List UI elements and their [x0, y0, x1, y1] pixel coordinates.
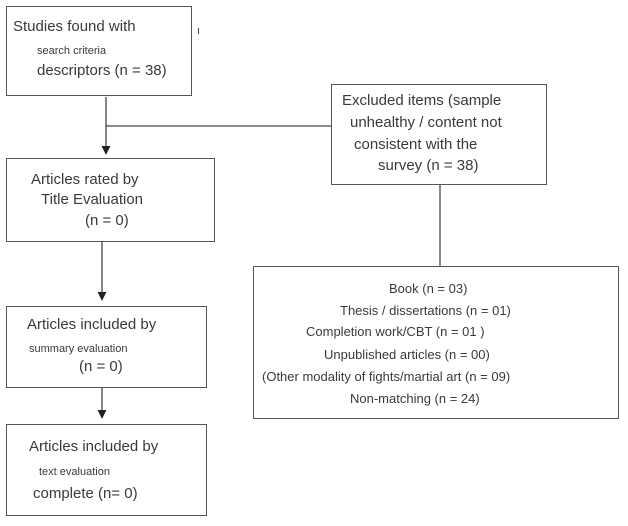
reason-other-modality: (Other modality of fights/martial art (n… — [262, 369, 511, 384]
excluded-items-line-1: Excluded items (sample — [342, 92, 502, 109]
title-evaluation-line-1: Articles rated by — [31, 171, 139, 188]
excluded-items-line-4: survey (n = 38) — [378, 157, 479, 174]
studies-found-box: Studies found with search criteria descr… — [6, 6, 200, 96]
stray-mark: ı — [197, 25, 201, 37]
excluded-items-box: Excluded items (sample unhealthy / conte… — [331, 84, 547, 185]
reason-thesis: Thesis / dissertations (n = 01) — [340, 303, 511, 318]
excluded-items-line-2: unhealthy / content not — [350, 114, 502, 131]
studies-found-line-3: descriptors (n = 38) — [37, 62, 167, 79]
title-evaluation-box: Articles rated by Title Evaluation (n = … — [6, 158, 215, 242]
summary-evaluation-line-1: Articles included by — [27, 316, 157, 333]
summary-evaluation-line-3: (n = 0) — [79, 358, 123, 375]
text-evaluation-line-2: text evaluation — [39, 466, 110, 478]
text-evaluation-line-1: Articles included by — [29, 438, 159, 455]
text-evaluation-box: Articles included by text evaluation com… — [6, 424, 207, 516]
reason-unpublished: Unpublished articles (n = 00) — [324, 347, 490, 362]
summary-evaluation-box: Articles included by summary evaluation … — [6, 306, 207, 388]
title-evaluation-line-2: Title Evaluation — [41, 191, 143, 208]
text-evaluation-line-3: complete (n= 0) — [33, 485, 138, 502]
summary-evaluation-line-2: summary evaluation — [29, 343, 128, 355]
studies-found-line-2: search criteria — [37, 45, 107, 57]
reason-non-matching: Non-matching (n = 24) — [350, 391, 480, 406]
studies-found-line-1: Studies found with — [13, 18, 136, 35]
exclusion-reasons-box: Book (n = 03) Thesis / dissertations (n … — [253, 266, 619, 419]
excluded-items-line-3: consistent with the — [354, 136, 478, 153]
reason-book: Book (n = 03) — [389, 281, 468, 296]
reason-completion-work: Completion work/CBT (n = 01 ) — [306, 324, 485, 339]
title-evaluation-line-3: (n = 0) — [85, 212, 129, 229]
